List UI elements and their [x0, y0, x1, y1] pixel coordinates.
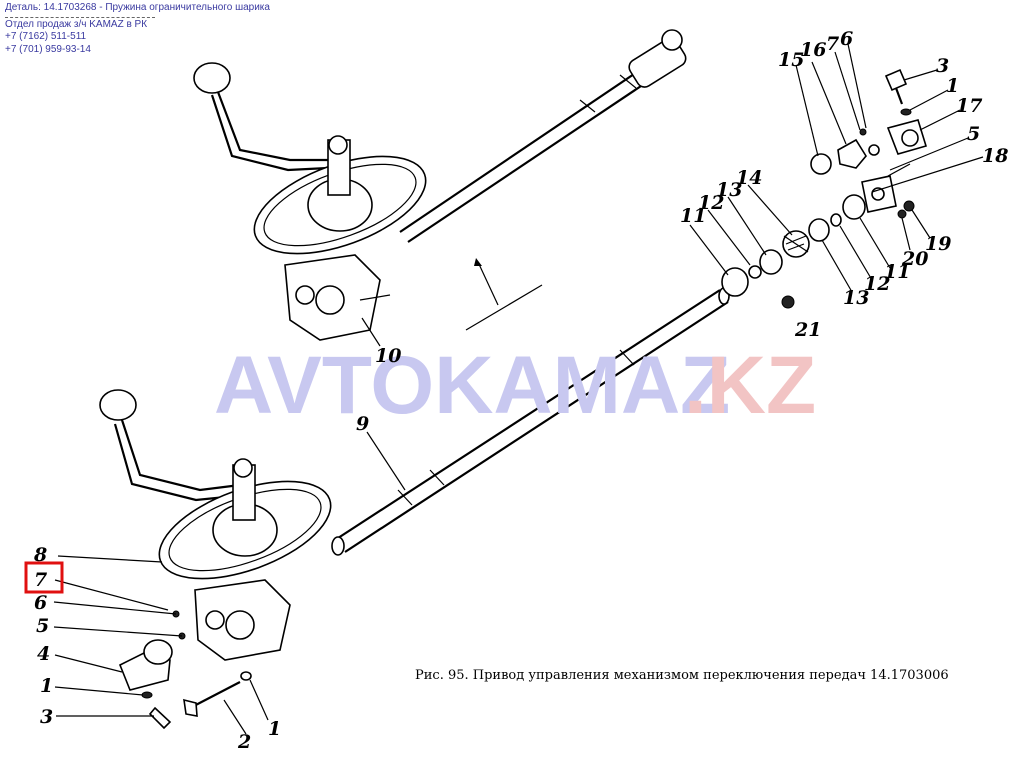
part-info-header: Деталь: 14.1703268 - Пружина ограничител… — [5, 2, 270, 56]
callout-10: 10 — [375, 345, 401, 367]
callout-9: 9 — [356, 413, 369, 435]
callout-20: 20 — [901, 248, 928, 270]
sales-department: Отдел продаж з/ч KAMAZ в РК — [5, 18, 148, 30]
phone-number-2: +7 (701) 959-93-14 — [5, 43, 91, 55]
callout-1-right-top: 1 — [946, 75, 959, 97]
callout-6-right: 6 — [840, 28, 853, 50]
direction-indicator — [465, 258, 543, 331]
lower-shaft — [331, 287, 730, 556]
watermark-suffix: .KZ — [684, 340, 816, 431]
watermark-text: AVTOKAMAZ — [214, 340, 730, 431]
callout-16: 16 — [800, 39, 826, 61]
callout-19: 19 — [925, 233, 951, 255]
phone-number-1: +7 (7162) 511-511 — [5, 31, 87, 42]
callout-4: 4 — [37, 643, 50, 665]
lower-gear-lever — [99, 389, 241, 502]
callout-1-lower: 1 — [268, 718, 281, 740]
upper-shaft — [399, 29, 687, 243]
callout-13: 13 — [716, 179, 742, 201]
callout-6: 6 — [34, 592, 47, 614]
callout-12: 12 — [698, 192, 724, 214]
callout-21: 21 — [794, 319, 821, 341]
callout-5: 5 — [36, 615, 49, 637]
callout-5-right: 5 — [967, 123, 980, 145]
highlight-box — [24, 561, 64, 594]
callout-13-right: 13 — [843, 287, 869, 309]
lower-loose-parts — [118, 610, 252, 730]
callout-2: 2 — [237, 731, 251, 753]
callout-15: 15 — [778, 49, 804, 71]
right-exploded-parts — [721, 68, 928, 309]
callout-12-right: 12 — [864, 273, 890, 295]
upper-gear-lever — [193, 62, 330, 172]
callout-3-right: 3 — [936, 55, 949, 77]
callout-17: 17 — [956, 95, 982, 117]
callout-3: 3 — [40, 706, 53, 728]
callout-1: 1 — [40, 675, 53, 697]
watermark: AVTOKAMAZ .KZ — [214, 340, 816, 431]
callout-14: 14 — [736, 167, 762, 189]
callout-11-right: 11 — [884, 261, 910, 283]
upper-housing — [253, 135, 427, 341]
callout-7-right: 7 — [826, 33, 839, 55]
callout-8: 8 — [33, 544, 47, 566]
leader-lines — [53, 43, 984, 735]
lower-housing — [158, 458, 332, 661]
callout-11: 11 — [680, 205, 706, 227]
callout-18: 18 — [982, 145, 1008, 167]
callout-numbers: 8 7 6 5 4 1 3 2 1 9 10 11 12 13 14 13 12… — [33, 28, 1008, 753]
callout-7-highlighted: 7 — [34, 569, 47, 591]
detail-title: Деталь: 14.1703268 - Пружина ограничител… — [5, 2, 270, 13]
header-divider — [5, 16, 155, 18]
figure-caption: Рис. 95. Привод управления механизмом пе… — [415, 668, 949, 683]
